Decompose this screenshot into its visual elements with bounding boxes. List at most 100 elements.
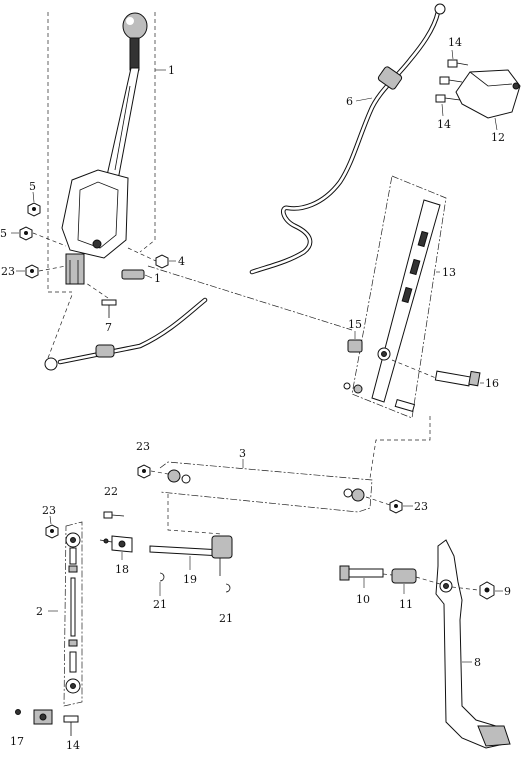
bolt-14-low-icon: [435, 94, 446, 103]
shift-cable: 6: [249, 3, 446, 275]
bolt-16-head-icon: [468, 370, 481, 387]
lower-cable-eye-icon: [44, 357, 58, 371]
clevis-hardware: 17 14: [10, 709, 80, 752]
callout-16: 16: [485, 377, 499, 390]
callout-23d: 23: [42, 504, 56, 517]
callout-1b-leader: [144, 274, 153, 279]
arm-to-rod-dash: [369, 416, 431, 479]
callout-18: 17: [10, 735, 24, 748]
pedal-8-icon: [435, 539, 505, 749]
callout-21a: 21: [153, 598, 167, 611]
assembly-1-outline-right: [139, 12, 156, 253]
assembly-13-outline: [351, 175, 447, 419]
callout-6: 6: [346, 95, 353, 108]
upper-cable-adjuster-icon: [377, 66, 403, 90]
callout-9: 9: [504, 585, 511, 598]
bolt-4-dash: [127, 247, 157, 262]
callout-11: 11: [399, 598, 413, 611]
shift-knob-icon: [122, 12, 148, 40]
callout-23c: 23: [414, 500, 428, 513]
clip-21-right-icon: [225, 583, 231, 593]
bolt-22-icon: [103, 511, 113, 519]
arm-nut-icon: [353, 384, 363, 394]
clip-18-icon: [15, 709, 21, 715]
cable-bracket: 12 14 14: [435, 36, 521, 144]
bolt-16: 16: [391, 359, 499, 390]
knob-shaft-icon: [129, 37, 140, 71]
callout-21b: 21: [219, 612, 233, 625]
callout-20: 19: [183, 573, 197, 586]
callout-19: 18: [115, 563, 129, 576]
callout-2: 2: [36, 605, 43, 618]
housing-mount-icon: [65, 253, 85, 285]
callout-3: 3: [239, 447, 246, 460]
bolt-10-head-icon: [339, 565, 350, 581]
upper-cable-icon: [249, 9, 441, 275]
callout-14b-leader: [441, 103, 444, 117]
rod-2-outline: [63, 521, 83, 707]
shift-lever-assembly: 1: [47, 12, 175, 293]
callout-12: 12: [491, 131, 505, 144]
adjuster-rod: 2 23: [36, 504, 83, 707]
rod-2-shaft-icon: [70, 577, 76, 637]
bushing-17: 15: [347, 318, 363, 353]
nut-4-icon: [155, 254, 169, 269]
lower-shift-cable: [44, 294, 208, 371]
callout-23b: 23: [136, 440, 150, 453]
lower-cable-dash: [47, 294, 73, 359]
callout-14b: 14: [437, 118, 451, 131]
bracket-12-icon: [455, 69, 521, 119]
callout-10: 10: [356, 593, 370, 606]
connecting-rod: 3 23 23: [136, 440, 428, 514]
bolt-14-top-icon: [447, 59, 458, 68]
shift-knob-highlight-icon: [126, 17, 134, 25]
arm-stud-icon: [394, 399, 416, 412]
rod-2-locknut-bottom-icon: [68, 639, 78, 647]
bolt-14-mid-icon: [439, 76, 450, 85]
bolt-7-dash: [85, 282, 109, 299]
clip-21-left-icon: [159, 572, 165, 582]
pedal-8-pad-icon: [477, 725, 511, 747]
callout-6-leader: [355, 97, 373, 102]
pin-15-icon: [63, 715, 79, 723]
callout-12-leader: [494, 117, 498, 131]
lever-fasteners: 5 5 23 4 1 7: [0, 180, 185, 334]
callout-5a: 5: [29, 180, 36, 193]
callout-8: 8: [474, 656, 481, 669]
cross-shaft: 22 18 19 21 21: [99, 485, 233, 625]
bolt-10-shank-icon: [348, 568, 384, 578]
rod-3-outline: [159, 461, 373, 513]
callout-5a-leader: [32, 191, 35, 203]
rod-3-end-left-icon: [167, 469, 181, 483]
callout-1a: 1: [168, 64, 175, 77]
bushing-1-icon: [121, 269, 145, 280]
bolt-16-shank-icon: [434, 370, 472, 387]
callout-15: 14: [66, 739, 80, 752]
rod-2-locknut-top-icon: [68, 565, 78, 573]
bolt-7-head-icon: [101, 299, 117, 306]
rod-3-end-right-icon: [351, 488, 365, 502]
lever-shaft-edge-icon: [114, 85, 131, 171]
shaft-20-icon: [149, 545, 223, 557]
callout-14a-leader: [451, 49, 454, 60]
rod-to-shaft-dash: [167, 494, 223, 535]
callout-22: 22: [104, 485, 118, 498]
bracket-12-hole-icon: [512, 82, 520, 90]
callout-17: 15: [348, 318, 362, 331]
arm-washer-icon: [343, 382, 351, 390]
bracket-12-fold-icon: [469, 71, 513, 87]
callout-4: 4: [178, 255, 185, 268]
callout-7: 7: [105, 321, 112, 334]
callout-13: 13: [442, 266, 456, 279]
callout-23a: 23: [1, 265, 15, 278]
nut-5-side-hole-icon: [24, 231, 28, 235]
nut-5-side-dash: [32, 232, 67, 247]
housing-pivot-icon: [92, 239, 102, 249]
lever-to-arm-centerline: [147, 265, 353, 331]
callout-23d-leader: [49, 515, 52, 525]
bushing-11-icon: [391, 568, 417, 584]
nut-23-lever-dash: [38, 265, 67, 272]
bushing-17-icon: [347, 339, 363, 353]
brake-pedal: 8 10 11 9: [339, 539, 511, 749]
